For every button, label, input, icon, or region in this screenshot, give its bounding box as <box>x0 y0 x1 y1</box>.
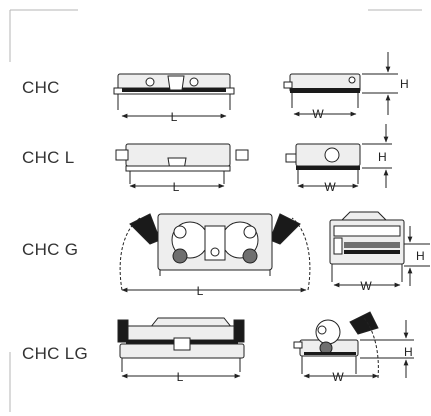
chc-lg-width-label: W <box>332 370 344 384</box>
chc-lg-side-view <box>293 311 379 379</box>
chc-l-side-view <box>285 143 361 184</box>
chc-lg-length-label: L <box>177 370 184 384</box>
label-chc-l: CHC L <box>22 148 75 167</box>
chc-height-label: H <box>400 77 409 91</box>
chc-g-height-label: H <box>416 249 425 263</box>
chc-g-side-view <box>329 211 405 282</box>
chc-l-length-label: L <box>173 180 180 194</box>
label-chc: CHC <box>22 78 60 97</box>
chc-l-height-label: H <box>378 150 387 164</box>
chc-l-height-dimension <box>362 124 392 188</box>
chc-front-view <box>113 73 235 110</box>
chc-l-width-label: W <box>324 180 336 194</box>
chc-g-length-label: L <box>197 284 204 298</box>
chc-g-width-label: W <box>360 279 372 293</box>
label-chc-g: CHC G <box>22 240 79 259</box>
chc-g-front-view <box>119 213 311 291</box>
chc-length-label: L <box>171 110 178 124</box>
chc-l-front-view <box>115 143 249 184</box>
frame-corners <box>9 9 422 412</box>
label-chc-lg: CHC LG <box>22 344 89 363</box>
chc-side-view <box>283 73 361 108</box>
chc-g-height-dimension <box>404 226 430 286</box>
chc-lg-front-view <box>117 317 245 372</box>
chc-lg-height-dimension <box>360 320 414 378</box>
chc-lg-height-label: H <box>404 345 413 359</box>
chc-width-label: W <box>312 107 324 121</box>
chc-height-dimension <box>362 52 398 115</box>
